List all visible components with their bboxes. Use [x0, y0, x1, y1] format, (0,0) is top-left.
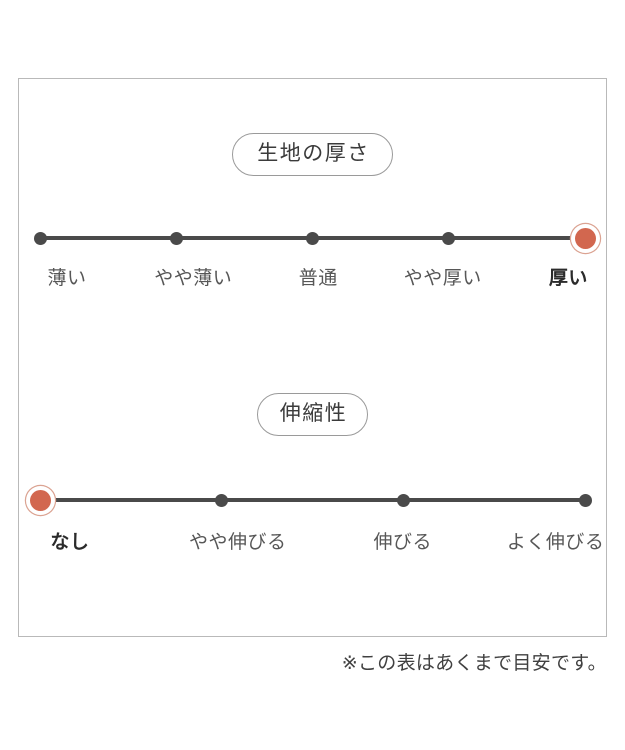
- scale-point-thickness-1[interactable]: [160, 222, 192, 254]
- scale-point-thickness-3[interactable]: [433, 222, 465, 254]
- scale-dot-icon: [215, 493, 229, 507]
- scale-point-stretch-2[interactable]: [387, 484, 419, 516]
- scale-label-stretch-1: やや伸びる: [189, 532, 287, 553]
- scale-section-thickness: 生地の厚さ 薄い やや薄い 普通 やや厚い 厚い: [19, 79, 606, 300]
- scale-label-stretch-0-selected: なし: [50, 532, 90, 553]
- track-line-stretch: [40, 498, 585, 502]
- section-title-stretch: 伸縮性: [256, 393, 369, 436]
- scale-label-thickness-2: 普通: [298, 268, 338, 289]
- scale-point-thickness-4-selected[interactable]: [569, 222, 601, 254]
- scale-track-thickness[interactable]: [33, 218, 596, 258]
- scale-labels-thickness: 薄い やや薄い 普通 やや厚い 厚い: [23, 268, 602, 300]
- scale-dot-icon: [396, 493, 410, 507]
- scale-section-stretch: 伸縮性 なし やや伸びる 伸びる よく伸びる: [19, 341, 606, 564]
- scale-track-stretch[interactable]: [29, 480, 592, 520]
- scale-label-thickness-0: 薄い: [47, 268, 87, 289]
- scale-point-stretch-3[interactable]: [569, 484, 601, 516]
- scale-dot-selected-icon: [574, 227, 596, 249]
- scale-dot-icon: [169, 231, 183, 245]
- scale-label-thickness-4-selected: 厚い: [548, 268, 588, 289]
- scale-dot-icon: [33, 231, 47, 245]
- scale-point-stretch-1[interactable]: [206, 484, 238, 516]
- scale-point-thickness-0[interactable]: [24, 222, 56, 254]
- fabric-spec-card: 生地の厚さ 薄い やや薄い 普通 やや厚い 厚い 伸縮性: [18, 78, 607, 637]
- scale-label-stretch-2: 伸びる: [373, 532, 433, 553]
- scale-dot-icon: [578, 493, 592, 507]
- scale-label-stretch-3: よく伸びる: [506, 532, 605, 553]
- scale-dot-selected-icon: [29, 489, 51, 511]
- footnote-disclaimer: ※この表はあくまで目安です。: [341, 653, 607, 674]
- scale-point-thickness-2[interactable]: [297, 222, 329, 254]
- section-title-wrap-thickness: 生地の厚さ: [19, 79, 606, 176]
- section-title-wrap-stretch: 伸縮性: [19, 341, 606, 436]
- scale-label-thickness-1: やや薄い: [154, 268, 233, 289]
- section-title-thickness: 生地の厚さ: [232, 133, 393, 176]
- scale-label-thickness-3: やや厚い: [403, 268, 482, 289]
- scale-labels-stretch: なし やや伸びる 伸びる よく伸びる: [23, 532, 605, 564]
- scale-dot-icon: [442, 231, 456, 245]
- scale-point-stretch-0-selected[interactable]: [24, 484, 56, 516]
- scale-dot-icon: [306, 231, 319, 245]
